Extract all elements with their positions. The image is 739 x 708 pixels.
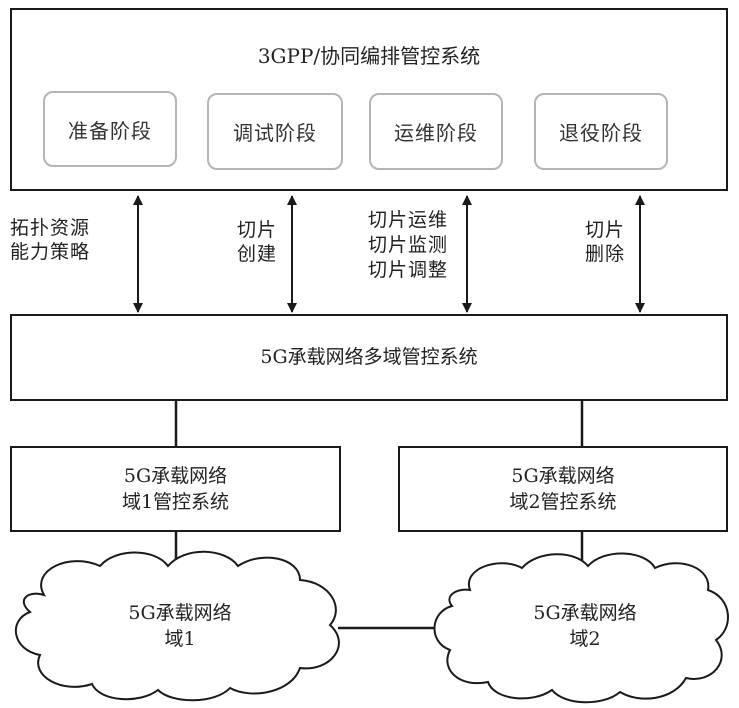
stage-retire-label: 退役阶段 xyxy=(559,121,643,145)
domain-1-controller-line2: 域1管控系统 xyxy=(121,491,230,513)
interface-label-line: 创建 xyxy=(237,243,278,265)
network-2-label: 5G承载网络 域2 xyxy=(505,600,665,652)
interface-label-line: 切片调整 xyxy=(368,259,449,281)
domain-2-controller-box: 5G承载网络 域2管控系统 xyxy=(398,446,728,532)
interface-label-topology: 拓扑资源 能力策略 xyxy=(10,216,90,264)
interface-label-line: 切片监测 xyxy=(368,234,449,256)
interface-label-line: 切片运维 xyxy=(368,209,449,231)
domain-1-controller-label: 5G承载网络 域1管控系统 xyxy=(12,463,339,515)
network-2-line2: 域2 xyxy=(569,628,601,650)
network-1-label: 5G承载网络 域1 xyxy=(100,600,260,652)
interface-label-create: 切片 创建 xyxy=(237,218,277,266)
network-cloud-2 xyxy=(433,552,729,704)
interface-label-line: 切片 xyxy=(237,219,278,241)
stage-prepare-label: 准备阶段 xyxy=(68,118,152,143)
interface-label-line: 删除 xyxy=(585,243,626,265)
interface-label-delete: 切片 删除 xyxy=(585,218,625,266)
stage-debug-label: 调试阶段 xyxy=(233,121,317,145)
stage-operate-label: 运维阶段 xyxy=(394,121,478,145)
multi-domain-system-title: 5G承载网络多域管控系统 xyxy=(260,346,478,368)
stage-retire: 退役阶段 xyxy=(534,93,668,170)
domain-1-controller-box: 5G承载网络 域1管控系统 xyxy=(10,446,341,532)
domain-1-controller-line1: 5G承载网络 xyxy=(123,465,228,487)
stage-prepare: 准备阶段 xyxy=(43,91,177,167)
orchestration-system-box: 3GPP/协同编排管控系统 准备阶段 调试阶段 运维阶段 退役阶段 xyxy=(10,8,728,191)
network-2-line1: 5G承载网络 xyxy=(533,602,637,624)
multi-domain-system-box: 5G承载网络多域管控系统 xyxy=(10,314,728,401)
interface-label-operate: 切片运维 切片监测 切片调整 xyxy=(368,208,448,283)
interface-label-line: 能力策略 xyxy=(10,241,91,263)
network-1-line2: 域1 xyxy=(164,628,196,650)
domain-2-controller-line1: 5G承载网络 xyxy=(511,465,615,487)
network-1-line1: 5G承载网络 xyxy=(128,602,232,624)
domain-2-controller-label: 5G承载网络 域2管控系统 xyxy=(400,463,726,515)
orchestration-system-title: 3GPP/协同编排管控系统 xyxy=(257,44,481,68)
interface-label-line: 切片 xyxy=(585,219,626,241)
domain-2-controller-line2: 域2管控系统 xyxy=(509,491,617,513)
network-cloud-1 xyxy=(14,550,340,702)
interface-label-line: 拓扑资源 xyxy=(10,217,91,239)
stage-debug: 调试阶段 xyxy=(207,93,343,170)
stage-operate: 运维阶段 xyxy=(369,93,503,170)
